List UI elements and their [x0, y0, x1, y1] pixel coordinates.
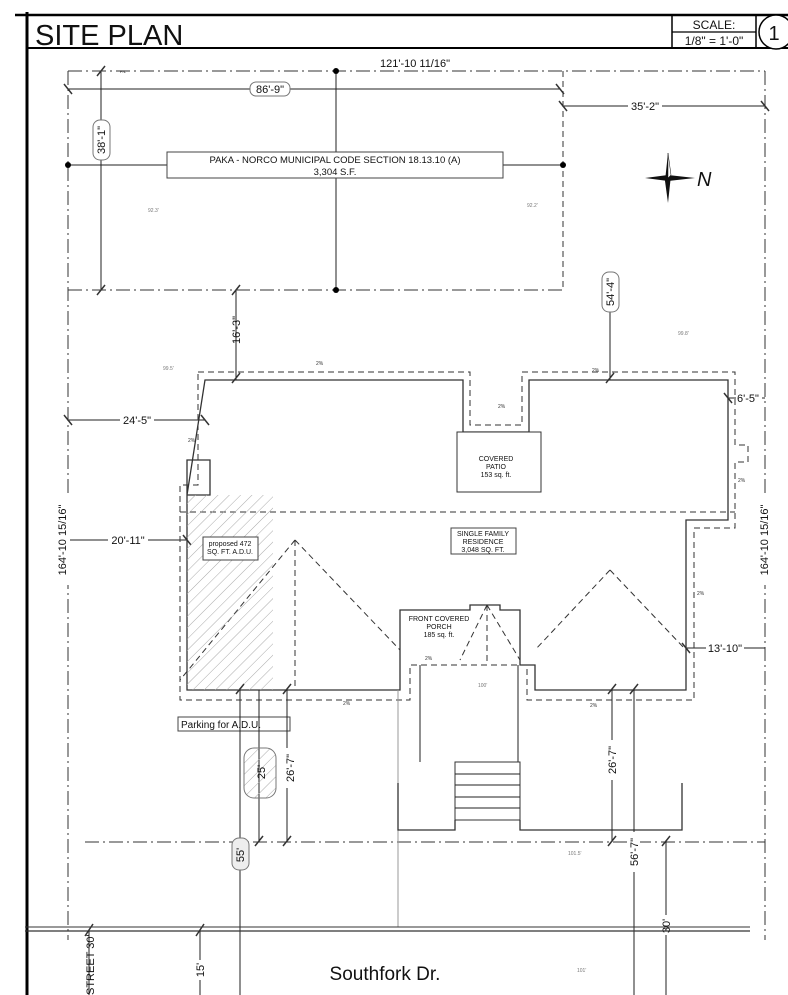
front-wall-right: [519, 783, 683, 831]
dim-16-3: 16'-3": [231, 316, 243, 344]
north-arrow-icon: N: [645, 152, 712, 203]
property-lines: P/L: [67, 69, 766, 940]
scale-value: 1/8" = 1'-0": [685, 34, 744, 48]
dim-depth-left: 164'-10 15/16": [57, 504, 69, 575]
slope-label: 2%: [425, 656, 433, 662]
patio-label-line1: COVERED: [479, 456, 514, 463]
slope-label: 2%: [316, 361, 324, 367]
dim-6-5: 6'-5": [737, 393, 759, 405]
adu-hatched-area: [187, 495, 273, 690]
dim-54-4: 54'-4": [605, 278, 617, 306]
code-box: PAKA - NORCO MUNICIPAL CODE SECTION 18.1…: [166, 151, 504, 179]
dim-30: 30': [661, 919, 673, 933]
dim-55: 55': [235, 848, 247, 862]
north-label: N: [697, 169, 712, 191]
slope-label: 2%: [592, 368, 600, 374]
adu-label-line1: proposed 472: [209, 541, 252, 548]
elevation-label: 101': [577, 968, 586, 974]
slope-label: 2%: [590, 703, 598, 709]
dim-15: 15': [195, 963, 207, 977]
dim-38-1: 38'-1": [96, 126, 108, 154]
dim-26-7-right: 26'-7": [607, 746, 619, 774]
dim-26-7-left: 26'-7": [285, 754, 297, 782]
elevation-label: 92.2': [527, 203, 538, 209]
dim-20-11: 20'-11": [111, 535, 144, 547]
residence-label-line1: SINGLE FAMILY: [457, 531, 509, 538]
residence-label-line3: 3,048 SQ. FT.: [461, 547, 504, 554]
pl-tag: P/L: [120, 69, 127, 74]
slope-label: 2%: [188, 438, 196, 444]
sheet-number-circle: [758, 14, 788, 50]
patio-label-line3: 153 sq. ft.: [481, 472, 512, 479]
scale-box: SCALE: 1/8" = 1'-0" 1: [671, 14, 788, 50]
house-footprint: [179, 371, 749, 701]
street-name: Southfork Dr.: [330, 964, 441, 985]
parking-label: Parking for A.D.U.: [181, 720, 261, 731]
patio-label: COVERED PATIO 153 sq. ft.: [479, 456, 514, 479]
porch-label-line3: 185 sq. ft.: [424, 632, 455, 639]
dim-depth-right: 164'-10 15/16": [759, 504, 771, 575]
porch-label-line1: FRONT COVERED: [409, 616, 470, 623]
patio-label-line2: PATIO: [486, 464, 507, 471]
code-box-line2: 3,304 S.F.: [314, 167, 357, 178]
residence-label-line2: RESIDENCE: [463, 539, 504, 546]
front-steps: [454, 761, 521, 821]
adu-label-line2: SQ. FT. A.D.U.: [207, 549, 253, 556]
residence-label: SINGLE FAMILY RESIDENCE 3,048 SQ. FT.: [450, 527, 517, 555]
elevation-label: 92.3': [148, 208, 159, 214]
parking-box: [177, 716, 291, 732]
page-title: SITE PLAN: [35, 20, 183, 52]
elevation-label: 101.5': [568, 851, 582, 857]
dim-25: 25': [256, 765, 268, 779]
dim-street-30: STREET 30': [85, 934, 97, 995]
dim-86-9: 86'-9": [256, 84, 284, 96]
dim-overall-width: 121'-10 11/16": [380, 58, 450, 70]
scale-label: SCALE:: [693, 18, 736, 32]
adu-label: proposed 472 SQ. FT. A.D.U.: [202, 536, 259, 561]
dim-24-5: 24'-5": [123, 415, 151, 427]
dim-13-10: 13'-10": [708, 643, 742, 655]
elevation-label: 99.5': [163, 366, 174, 372]
front-wall-left: [397, 783, 456, 831]
sheet-number: 1: [768, 23, 779, 45]
elevation-label: 99.8': [678, 331, 689, 337]
slope-label: 2%: [738, 478, 746, 484]
slope-markers: 2% 2% 2% 2% 2% 2% 2% 2% 2%: [188, 361, 746, 709]
slope-label: 2%: [697, 591, 705, 597]
dim-35-2: 35'-2": [631, 101, 659, 113]
code-box-line1: PAKA - NORCO MUNICIPAL CODE SECTION 18.1…: [209, 155, 460, 166]
porch-label: FRONT COVERED PORCH 185 sq. ft.: [409, 616, 470, 639]
dim-56-7: 56'-7": [629, 838, 641, 866]
porch-label-line2: PORCH: [426, 624, 451, 631]
slope-label: 2%: [343, 701, 351, 707]
elevation-label: 100': [478, 683, 487, 689]
slope-label: 2%: [498, 404, 506, 410]
